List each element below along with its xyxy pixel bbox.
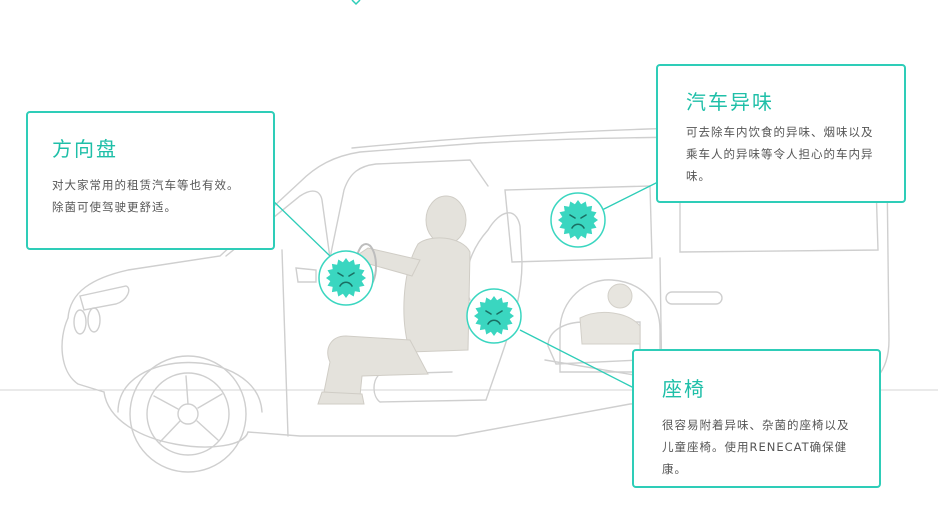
germ-icons — [318, 192, 606, 344]
germ-icon — [550, 192, 606, 248]
callout-car-odor: 汽车异味 可去除车内饮食的异味、烟味以及乘车人的异味等令人担心的车内异味。 — [656, 64, 906, 203]
callout-seat: 座椅 很容易附着异味、杂菌的座椅以及儿童座椅。使用RENECAT确保健康。 — [632, 349, 881, 488]
germ-icon — [318, 250, 374, 306]
callout-title-odor: 汽车异味 — [686, 90, 774, 114]
callout-text-odor: 可去除车内饮食的异味、烟味以及乘车人的异味等令人担心的车内异味。 — [686, 125, 874, 183]
callout-steering-wheel: 方向盘 对大家常用的租赁汽车等也有效。除菌可使驾驶更舒适。 — [26, 111, 275, 250]
child-figure — [579, 283, 641, 345]
callout-text-seat: 很容易附着异味、杂菌的座椅以及儿童座椅。使用RENECAT确保健康。 — [662, 418, 850, 476]
callout-title-seat: 座椅 — [662, 377, 706, 401]
driver-figure — [317, 195, 471, 405]
callout-title-steering: 方向盘 — [52, 137, 118, 161]
leader-lines — [267, 181, 659, 389]
top-arrow — [351, 0, 361, 6]
callout-text-steering: 对大家常用的租赁汽车等也有效。除菌可使驾驶更舒适。 — [52, 178, 240, 214]
germ-icon — [466, 288, 522, 344]
